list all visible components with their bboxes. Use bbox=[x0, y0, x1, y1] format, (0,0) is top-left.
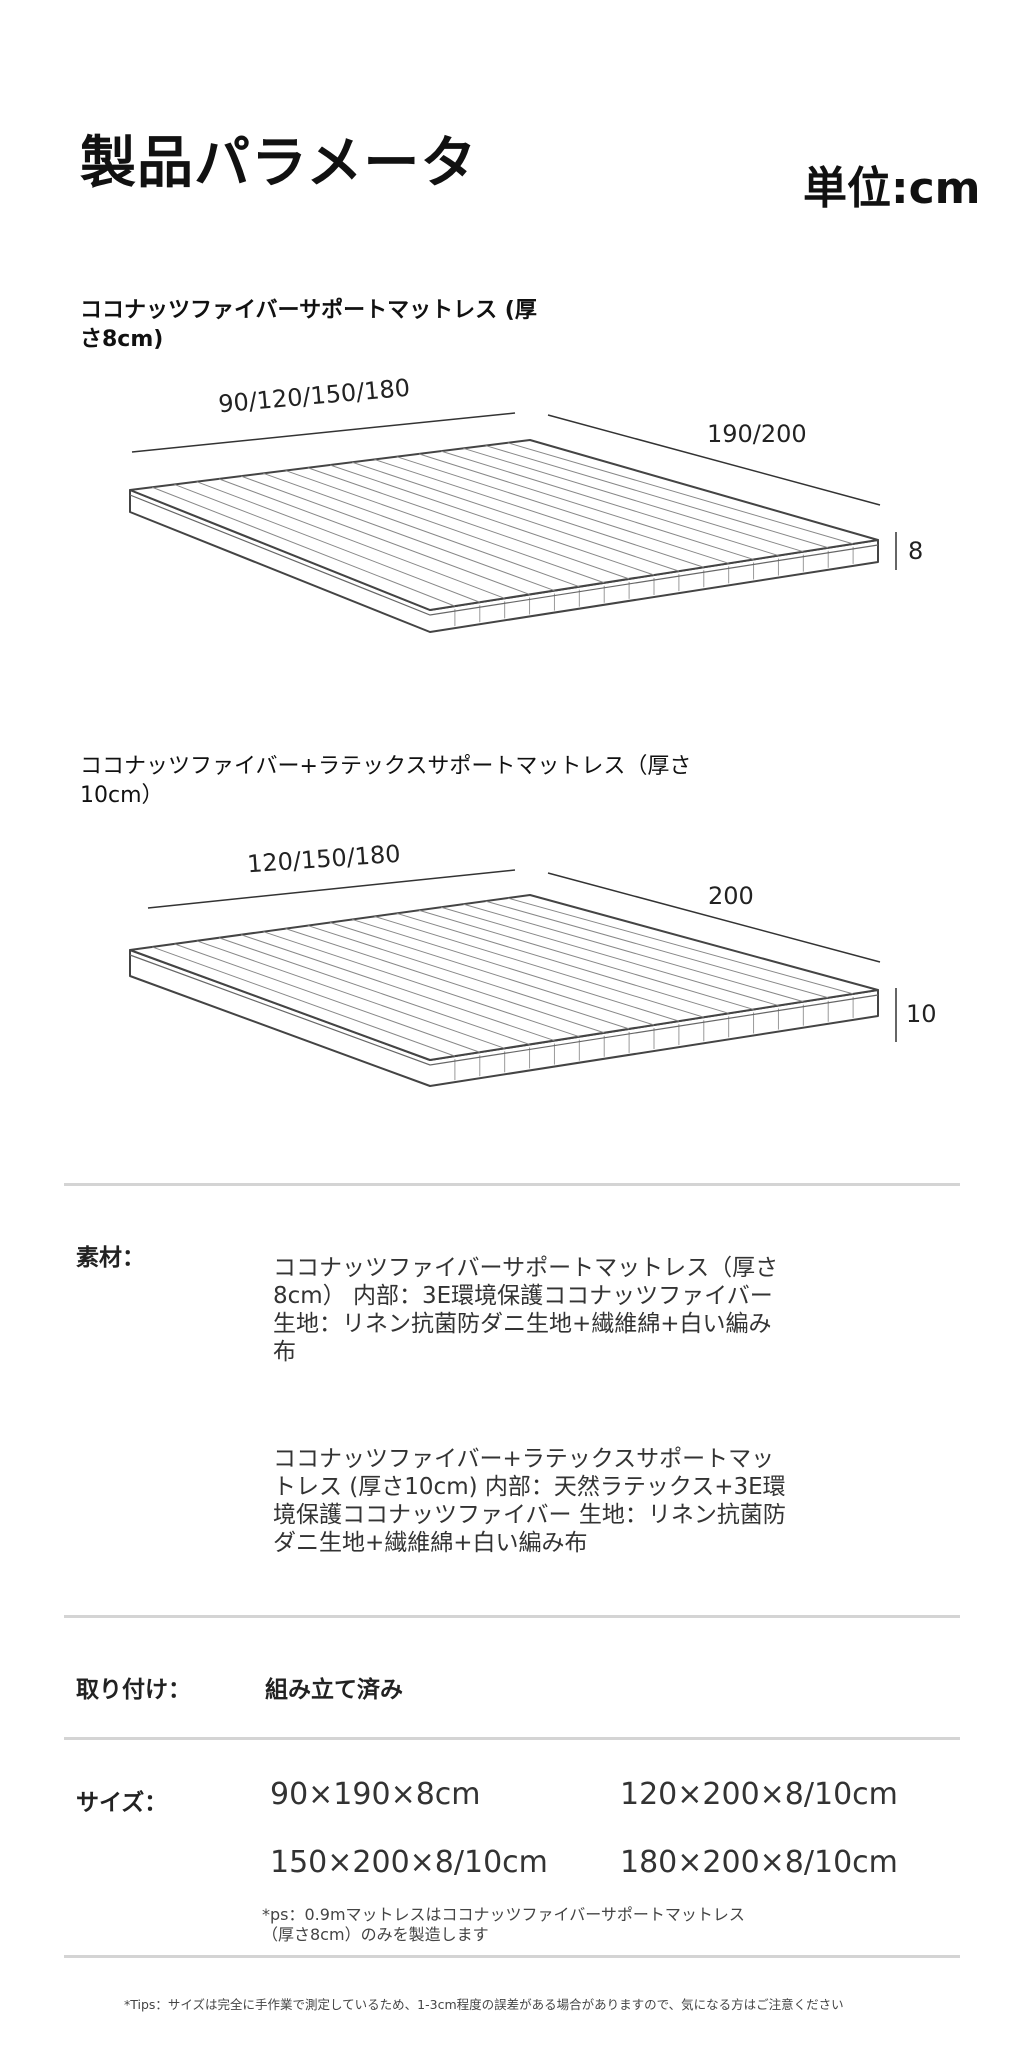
mattress-stripe bbox=[152, 486, 456, 607]
mattress-stripe bbox=[485, 445, 829, 549]
mattress-stripe bbox=[440, 906, 779, 1007]
mattress-stripe bbox=[329, 464, 655, 576]
sizes-label: サイズ： bbox=[76, 1790, 168, 1816]
dimension-line bbox=[547, 414, 881, 506]
mattress-stripe bbox=[307, 467, 630, 580]
mattress-stripe bbox=[307, 925, 630, 1030]
mattress-stripe bbox=[174, 483, 480, 603]
mattress-stripe bbox=[218, 478, 530, 595]
installation-value: 組み立て済み bbox=[265, 1677, 403, 1703]
mattress-stripe bbox=[374, 458, 704, 568]
product-2-name: ココナッツファイバー+ラテックスサポートマットレス（厚さ10cm） bbox=[80, 754, 692, 808]
mattress-2-illustration bbox=[129, 869, 897, 1087]
divider bbox=[64, 1183, 960, 1186]
mattress-stripe bbox=[218, 937, 530, 1045]
product-2-height: 10 bbox=[906, 1000, 937, 1028]
installation-label: 取り付け： bbox=[76, 1677, 191, 1703]
mattress-stripe bbox=[152, 946, 456, 1057]
mattress-stripe bbox=[263, 472, 580, 588]
mattress-stripe bbox=[396, 912, 729, 1014]
mattress-stripe bbox=[174, 943, 480, 1053]
materials-label: 素材： bbox=[76, 1245, 145, 1271]
divider bbox=[64, 1737, 960, 1740]
mattress-stripe bbox=[240, 475, 555, 592]
mattress-top bbox=[129, 439, 879, 611]
mattress-stripe bbox=[285, 470, 605, 584]
mattress-stripe bbox=[463, 447, 804, 553]
mattress-stripe bbox=[196, 940, 505, 1049]
mattress-stripe bbox=[485, 900, 829, 999]
mattress-stripe bbox=[463, 903, 804, 1003]
mattress-stripe bbox=[418, 453, 754, 560]
mattress-stripe bbox=[240, 934, 555, 1042]
mattress-stripe bbox=[507, 897, 854, 995]
mattress-stripe bbox=[374, 915, 704, 1018]
dimension-line bbox=[131, 412, 516, 453]
mattress-piping bbox=[129, 494, 879, 616]
mattress-stripe bbox=[440, 450, 779, 557]
materials-item-1: ココナッツファイバーサポートマットレス（厚さ8cm） 内部：3E環境保護ココナッ… bbox=[273, 1255, 779, 1365]
mattress-stripe bbox=[352, 461, 680, 572]
tips-text: *Tips：サイズは完全に手作業で測定しているため、1-3cm程度の誤差がある場… bbox=[124, 1997, 844, 2012]
size-item: 180×200×8/10cm bbox=[620, 1845, 898, 1880]
mattress-stripe bbox=[196, 481, 505, 599]
page-title: 製品パラメータ bbox=[80, 131, 478, 196]
materials-item-2: ココナッツファイバー+ラテックスサポートマットレス (厚さ10cm) 内部：天然… bbox=[273, 1446, 786, 1556]
divider bbox=[64, 1955, 960, 1958]
mattress-stripe bbox=[418, 909, 754, 1010]
mattress-1-illustration bbox=[129, 412, 897, 633]
mattress-stripe bbox=[263, 931, 580, 1038]
product-1-name: ココナッツファイバーサポートマットレス (厚さ8cm) bbox=[80, 298, 537, 352]
product-1-length: 190/200 bbox=[707, 420, 807, 448]
mattress-stripe bbox=[352, 918, 680, 1022]
product-2-length: 200 bbox=[708, 882, 754, 910]
size-item: 90×190×8cm bbox=[270, 1777, 481, 1812]
dimension-line bbox=[147, 869, 516, 909]
mattress-stripe bbox=[507, 442, 854, 545]
mattress-stripe bbox=[329, 922, 655, 1026]
product-1-height: 8 bbox=[908, 537, 924, 565]
mattress-stripe bbox=[396, 456, 729, 564]
divider bbox=[64, 1615, 960, 1618]
mattress-stripe bbox=[285, 928, 605, 1034]
mattress-piping bbox=[129, 954, 879, 1066]
size-item: 120×200×8/10cm bbox=[620, 1777, 898, 1812]
unit-label: 単位:cm bbox=[803, 163, 981, 214]
dimension-line bbox=[547, 872, 881, 963]
sizes-note: *ps：0.9mマットレスはココナッツファイバーサポートマットレス（厚さ8cm）… bbox=[262, 1905, 745, 1944]
size-item: 150×200×8/10cm bbox=[270, 1845, 548, 1880]
